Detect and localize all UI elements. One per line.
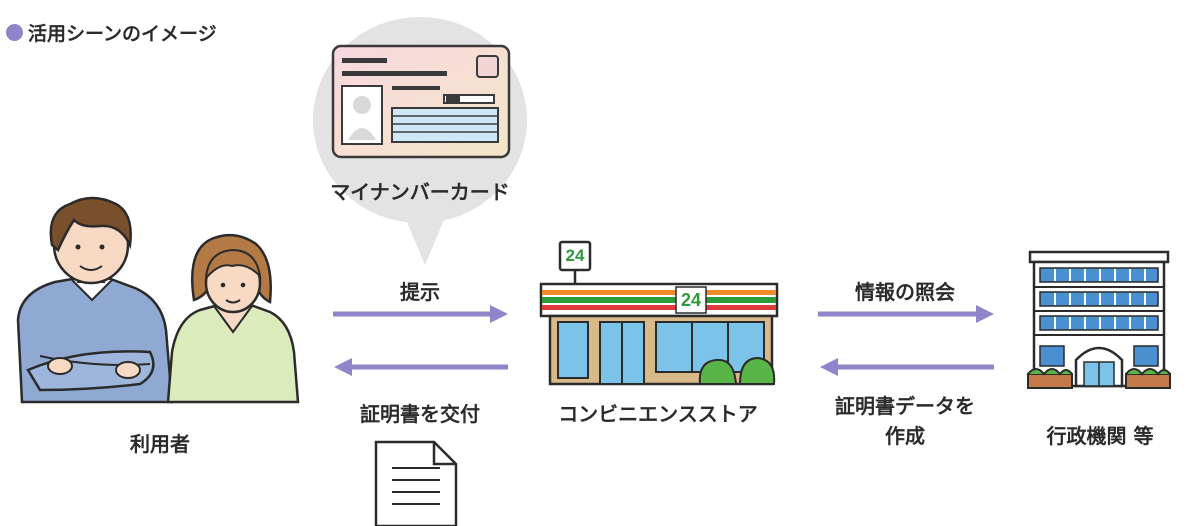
page-title: 活用シーンのイメージ	[28, 22, 217, 45]
user-label: 利用者	[130, 432, 190, 456]
header: 活用シーンのイメージ	[6, 20, 217, 45]
store-band-text: 24	[680, 290, 702, 310]
gov-label: 行政機関 等	[1046, 424, 1154, 448]
create-label-line2: 作成	[885, 424, 925, 448]
card-label: マイナンバーカード	[330, 180, 510, 204]
store-label: コンビニエンスストア	[558, 402, 758, 426]
bullet-dot-icon	[6, 23, 23, 41]
create-label-line1: 証明書データを	[835, 394, 975, 418]
inquiry-label: 情報の照会	[855, 280, 955, 304]
present-label: 提示	[400, 280, 440, 304]
issue-label: 証明書を交付	[360, 402, 480, 426]
store-sign-text: 24	[565, 246, 585, 265]
